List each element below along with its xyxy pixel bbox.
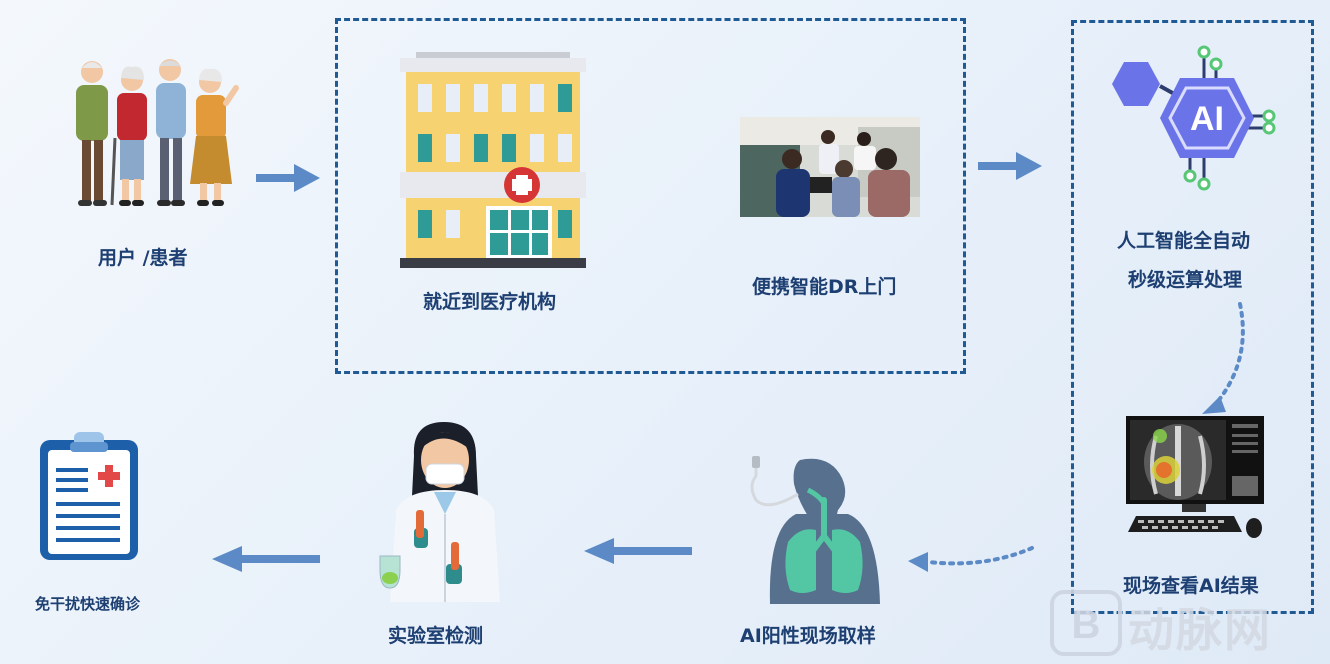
lab-technician-illustration: [376, 418, 516, 602]
arrow-lab-to-diagnosis: [212, 546, 320, 572]
arrow-users-to-hospital: [256, 164, 322, 192]
arrow-result-to-sampling: [906, 542, 1036, 576]
ai-speed-label: 秒级运算处理: [1128, 269, 1243, 291]
lung-sampling-illustration: [738, 456, 888, 604]
medical-clipboard-illustration: [38, 432, 140, 562]
hospital-building-illustration: [398, 50, 588, 270]
ai-badge-text: AI: [1190, 100, 1224, 138]
portable-dr-label: 便携智能DR上门: [752, 276, 897, 298]
diagnosis-label: 免干扰快速确诊: [35, 595, 141, 613]
ai-auto-label: 人工智能全自动: [1117, 230, 1251, 252]
arrow-hospital-to-ai: [978, 152, 1044, 180]
hospital-group-box: [335, 18, 966, 374]
watermark-text: 动脉网: [1128, 603, 1272, 657]
ai-group-box: [1071, 20, 1314, 614]
xray-workstation-illustration: [1126, 416, 1266, 542]
elderly-group-illustration: [66, 58, 242, 216]
users-label: 用户 /患者: [98, 247, 188, 269]
ai-chip-illustration: AI: [1104, 44, 1284, 196]
portable-dr-photo: [740, 117, 920, 217]
nearby-facility-label: 就近到医疗机构: [423, 291, 557, 313]
watermark-logo-icon: B: [1050, 590, 1122, 656]
lab-test-label: 实验室检测: [388, 625, 484, 647]
view-result-label: 现场查看AI结果: [1123, 575, 1259, 597]
arrow-sampling-to-lab: [584, 538, 692, 564]
svg-text:B: B: [1072, 603, 1101, 647]
sampling-label: AI阳性现场取样: [740, 625, 876, 647]
arrow-ai-to-result: [1196, 302, 1256, 422]
